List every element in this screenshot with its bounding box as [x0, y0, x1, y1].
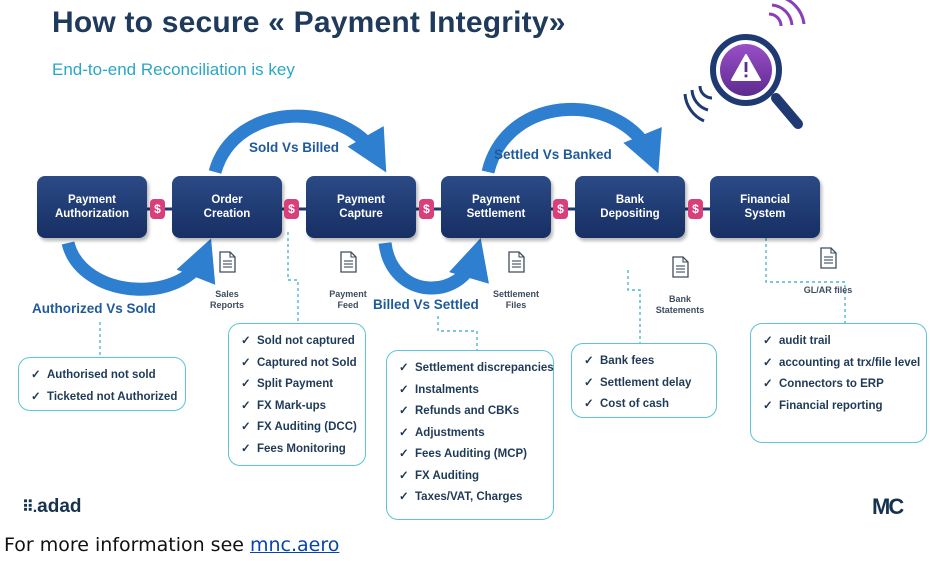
list-item: ✓Settlement discrepancies — [399, 358, 554, 380]
billed-vs-settled-arrow — [378, 238, 489, 295]
checkmark-icon: ✓ — [399, 405, 409, 417]
checkmark-icon: ✓ — [241, 356, 251, 369]
checkmark-icon: ✓ — [399, 448, 409, 460]
checkmark-icon: ✓ — [763, 378, 773, 390]
document-label: Bank Statements — [655, 294, 705, 315]
list-item: ✓Authorised not sold — [31, 365, 177, 387]
checkmark-icon: ✓ — [584, 376, 594, 389]
document-label: GL/AR files — [803, 285, 853, 295]
dollar-icon: $ — [553, 199, 568, 219]
document-sales-reports: Sales Reports — [204, 240, 250, 311]
label-sold-vs-billed: Sold Vs Billed — [249, 140, 340, 155]
dollar-icon: $ — [419, 199, 434, 219]
stage-payment-capture: Payment Capture — [306, 176, 416, 238]
list-item: ✓Refunds and CBKs — [399, 401, 545, 423]
sold-vs-billed-arrow — [208, 109, 387, 175]
list-item: ✓Ticketed not Authorized — [31, 387, 177, 409]
checkmark-icon: ✓ — [763, 399, 773, 412]
list-item: ✓Connectors to ERP — [763, 374, 918, 396]
list-item: ✓audit trail — [763, 331, 918, 353]
dollar-icon: $ — [284, 199, 299, 219]
list-item: ✓accounting at trx/file level — [763, 353, 920, 375]
label-billed-vs-settled: Billed Vs Settled — [373, 297, 479, 312]
checkmark-icon: ✓ — [241, 335, 251, 347]
info-line: For more information see mnc.aero — [4, 534, 340, 556]
dollar-icon: $ — [688, 199, 703, 219]
list-item: ✓Cost of cash — [584, 394, 708, 416]
list-item: ✓FX Auditing — [399, 466, 545, 488]
list-item: ✓Fees Monitoring — [241, 439, 357, 461]
list-item: ✓Taxes/VAT, Charges — [399, 487, 545, 509]
dashed-connectors — [99, 232, 846, 357]
document-gl-ar-files: GL/AR files — [798, 236, 858, 296]
list-item: ✓Split Payment — [241, 374, 357, 396]
list-item: ✓Settlement delay — [584, 373, 708, 395]
document-payment-feed: Payment Feed — [324, 240, 372, 311]
settled-vs-banked-arrow — [481, 102, 662, 174]
document-icon — [819, 247, 837, 269]
dollar-icon: $ — [150, 199, 165, 219]
list-item: ✓Fees Auditing (MCP) — [399, 444, 545, 466]
checkmark-icon: ✓ — [763, 335, 773, 347]
stage-financial-system: Financial System — [710, 176, 820, 238]
checkmark-icon: ✓ — [584, 398, 594, 410]
document-label: Payment Feed — [329, 289, 367, 310]
document-label: Settlement Files — [492, 289, 539, 310]
checkmark-icon: ✓ — [31, 390, 41, 403]
mnc-aero-link[interactable]: mnc.aero — [250, 534, 340, 556]
list-item: ✓Instalments — [399, 380, 545, 402]
stage-order-creation: Order Creation — [172, 176, 282, 238]
page-subtitle: End-to-end Reconciliation is key — [52, 60, 295, 79]
document-bank-statements: Bank Statements — [650, 245, 710, 316]
list-item: ✓Bank fees — [584, 351, 708, 373]
page-title: How to secure « Payment Integrity» — [52, 6, 566, 39]
document-icon — [671, 256, 689, 278]
label-authorized-vs-sold: Authorized Vs Sold — [32, 301, 156, 316]
stage-payment-settlement: Payment Settlement — [441, 176, 551, 238]
list-item: ✓Financial reporting — [763, 396, 918, 418]
panel-settlement-checks: ✓Settlement discrepancies ✓Instalments ✓… — [386, 350, 554, 520]
list-item: ✓Captured not Sold — [241, 353, 357, 375]
checkmark-icon: ✓ — [399, 469, 409, 482]
panel-capture-checks: ✓Sold not captured ✓Captured not Sold ✓S… — [228, 323, 366, 466]
checkmark-icon: ✓ — [399, 426, 409, 439]
panel-banking-checks: ✓Bank fees ✓Settlement delay ✓Cost of ca… — [571, 343, 717, 418]
checkmark-icon: ✓ — [241, 399, 251, 412]
document-label: Sales Reports — [209, 289, 244, 310]
checkmark-icon: ✓ — [241, 421, 251, 433]
document-icon — [507, 251, 525, 273]
list-item: ✓FX Auditing (DCC) — [241, 417, 357, 439]
label-settled-vs-banked: Settled Vs Banked — [494, 147, 612, 162]
checkmark-icon: ✓ — [399, 383, 409, 396]
authorized-vs-sold-arrow — [61, 238, 216, 296]
magnifier-alert-icon — [683, 0, 806, 129]
stage-bank-depositing: Bank Depositing — [575, 176, 685, 238]
mnc-logo: MC — [872, 494, 904, 519]
checkmark-icon: ✓ — [399, 491, 409, 503]
list-item: ✓Adjustments — [399, 423, 545, 445]
checkmark-icon: ✓ — [399, 362, 409, 374]
stage-payment-authorization: Payment Authorization — [37, 176, 147, 238]
list-item: ✓Sold not captured — [241, 331, 357, 353]
panel-authorization-checks: ✓Authorised not sold ✓Ticketed not Autho… — [18, 357, 186, 411]
document-settlement-files: Settlement Files — [488, 240, 544, 311]
checkmark-icon: ✓ — [241, 378, 251, 390]
document-icon — [339, 251, 357, 273]
panel-financial-checks: ✓audit trail ✓accounting at trx/file lev… — [750, 323, 927, 443]
document-icon — [218, 251, 236, 273]
checkmark-icon: ✓ — [584, 355, 594, 367]
checkmark-icon: ✓ — [763, 356, 773, 369]
list-item: ✓FX Mark-ups — [241, 396, 357, 418]
adad-logo: ⠿.adad — [22, 496, 82, 517]
checkmark-icon: ✓ — [31, 369, 41, 381]
checkmark-icon: ✓ — [241, 442, 251, 455]
